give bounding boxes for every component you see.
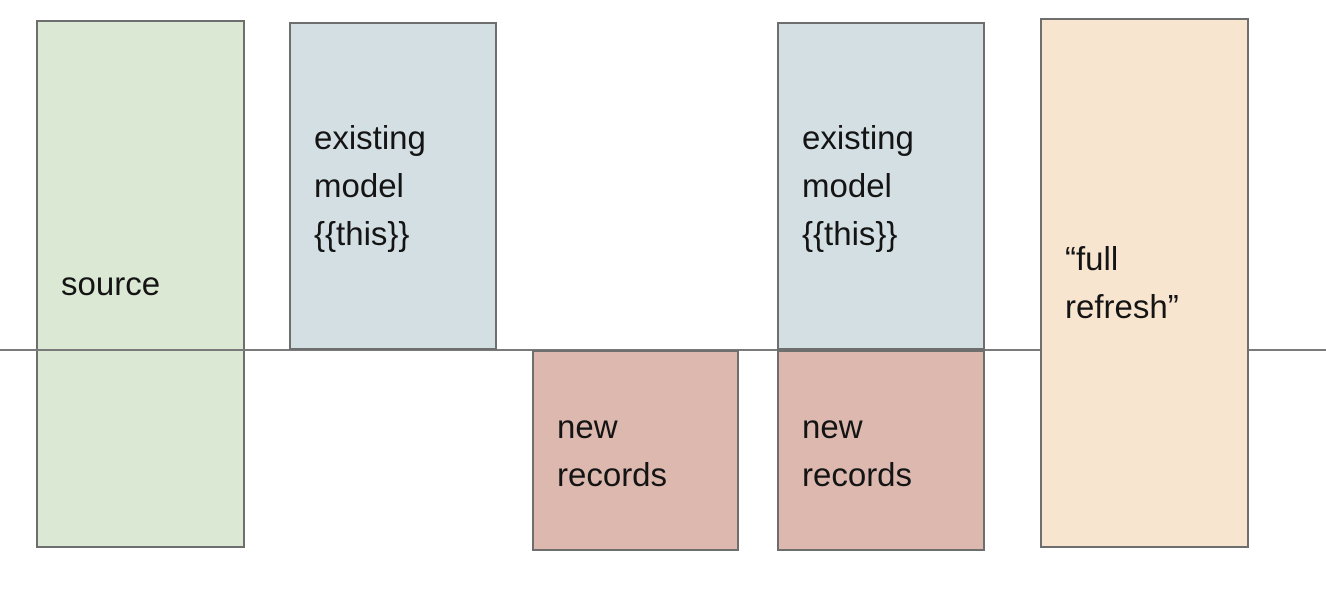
source-box: source [36,20,245,548]
full-refresh-box: “full refresh” [1040,18,1249,548]
new-records-box-2: new records [777,350,985,551]
existing-model-box-2: existing model {{this}} [777,22,985,350]
existing-model-box-1: existing model {{this}} [289,22,497,350]
new-records-box-1: new records [532,350,739,551]
